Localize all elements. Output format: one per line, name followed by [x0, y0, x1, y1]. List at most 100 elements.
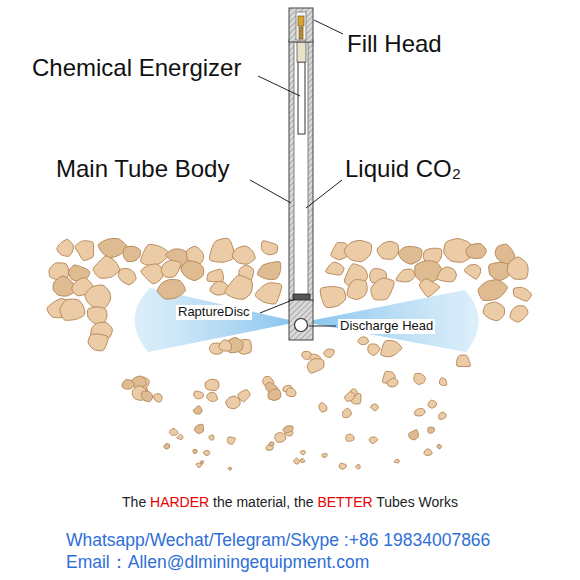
rock: [283, 426, 293, 433]
caption-word: [313, 494, 317, 510]
leader-lines: [250, 20, 343, 326]
rock: [161, 260, 181, 277]
rock: [123, 246, 141, 261]
caption-word: Tubes: [376, 494, 414, 510]
rock: [268, 389, 281, 400]
rock: [483, 302, 504, 321]
caption-word: [373, 494, 377, 510]
rock: [344, 240, 372, 261]
caption-word: the: [294, 494, 313, 510]
rock: [513, 287, 531, 301]
rock: [60, 299, 85, 320]
rock: [286, 388, 296, 397]
rock: [398, 246, 422, 264]
rock: [207, 269, 223, 282]
rock: [396, 269, 415, 282]
part-label: RaptureDisc: [176, 305, 252, 320]
rock: [195, 424, 204, 433]
rock: [345, 392, 355, 401]
rock: [324, 349, 335, 358]
rock: [226, 396, 240, 409]
rock: [238, 390, 250, 402]
rock: [439, 378, 446, 386]
rock: [87, 307, 107, 324]
rock: [342, 408, 351, 417]
caption-word: [209, 494, 213, 510]
rock: [200, 461, 203, 464]
rock: [358, 337, 369, 345]
rock: [207, 392, 218, 401]
rock: [415, 408, 426, 416]
rock: [275, 432, 286, 442]
rock: [319, 403, 327, 412]
rock: [141, 264, 164, 284]
part-label: Fill Head: [347, 30, 442, 58]
rock: [141, 391, 152, 402]
rock: [294, 458, 300, 464]
rock: [154, 394, 162, 403]
rock: [439, 412, 446, 419]
co2-spray: [134, 288, 478, 352]
caption-word: [146, 494, 150, 510]
rock: [227, 437, 235, 444]
rock: [346, 434, 354, 441]
rock: [194, 391, 204, 399]
rock: [428, 400, 437, 408]
rock: [219, 340, 232, 351]
rock: [300, 451, 305, 455]
rock: [464, 264, 480, 279]
caption-word: HARDER: [150, 494, 209, 510]
caption-word: [233, 494, 237, 510]
rock: [457, 355, 471, 367]
rock: [75, 241, 94, 261]
rock: [347, 280, 367, 300]
rock: [193, 450, 197, 454]
rock: [510, 306, 528, 322]
caption-word: material,: [236, 494, 290, 510]
rock: [414, 373, 426, 384]
caption-word: [290, 494, 294, 510]
rock: [371, 278, 394, 300]
rock: [232, 246, 255, 264]
rock: [437, 445, 441, 449]
rock: [394, 459, 399, 463]
rock: [228, 467, 232, 470]
rock: [157, 279, 185, 299]
rock: [381, 340, 402, 356]
caption-word: the: [213, 494, 232, 510]
rock: [368, 344, 380, 355]
rock: [428, 427, 435, 433]
contact-line: Whatsapp/Wechat/Telegram/Skype :+86 1983…: [66, 530, 490, 550]
rock: [257, 262, 280, 280]
rock: [371, 404, 378, 411]
rock: [181, 261, 204, 281]
rock: [225, 275, 253, 299]
rock: [369, 437, 378, 444]
rock: [307, 359, 324, 374]
rock: [326, 262, 344, 275]
rock: [118, 269, 136, 285]
rock: [437, 267, 456, 282]
caption-word: The: [122, 494, 146, 510]
rock: [205, 379, 219, 390]
rock: [320, 287, 345, 308]
caption-word: Works: [419, 494, 458, 510]
rock: [424, 449, 432, 456]
rock: [466, 244, 486, 259]
rock: [193, 406, 202, 415]
rock: [122, 380, 134, 390]
rock: [266, 445, 273, 450]
blasting-tube: [289, 8, 313, 340]
rock: [419, 279, 439, 297]
rock: [261, 241, 277, 255]
rock: [409, 430, 419, 440]
rock: [203, 450, 209, 455]
rock: [57, 239, 73, 256]
rock: [300, 459, 305, 463]
rock: [478, 280, 507, 301]
rock: [387, 378, 398, 387]
caption-word: [415, 494, 419, 510]
part-label: Discharge Head: [338, 319, 435, 334]
